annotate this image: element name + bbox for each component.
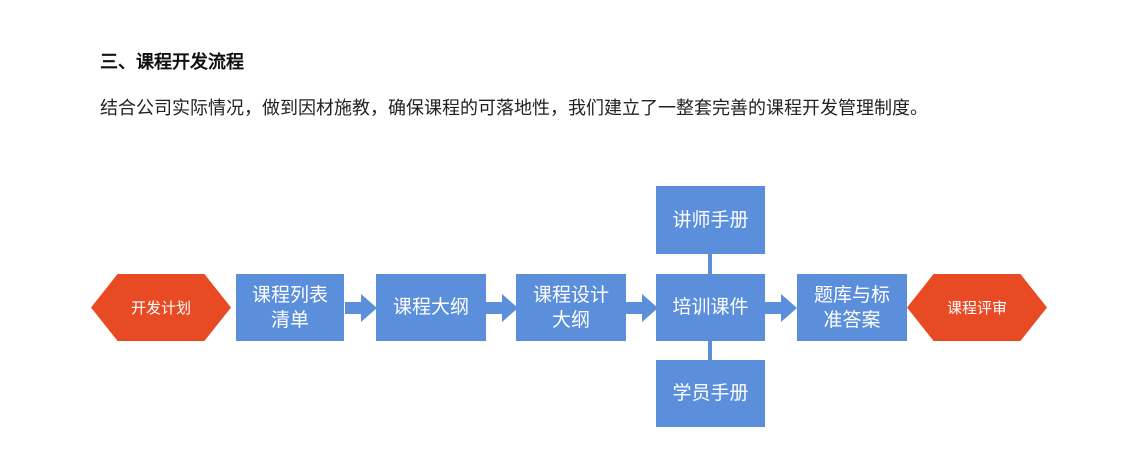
- node-step-3-line1: 课程设计: [532, 283, 609, 306]
- section-heading: 三、课程开发流程: [100, 52, 244, 73]
- node-step-2: 课程大纲: [376, 274, 486, 341]
- node-branch-upper: 讲师手册: [656, 186, 765, 254]
- flow-arrow-2: [486, 294, 518, 322]
- section-intro: 结合公司实际情况，做到因材施教，确保课程的可落地性，我们建立了一整套完善的课程开…: [100, 98, 928, 119]
- node-step-3-line2: 大纲: [551, 308, 590, 331]
- flow-arrow-1: [345, 294, 377, 322]
- node-branch-lower-label: 学员手册: [672, 382, 749, 404]
- node-step-5: 题库与标 准答案: [797, 274, 907, 341]
- node-branch-upper-label: 讲师手册: [672, 208, 749, 231]
- node-step-5-line1: 题库与标: [813, 283, 890, 306]
- node-step-4-line1: 培训课件: [672, 296, 749, 318]
- node-start: 开发计划: [91, 274, 231, 341]
- node-step-2-line1: 课程大纲: [392, 296, 469, 318]
- node-step-3: 课程设计 大纲: [516, 274, 626, 341]
- node-step-4: 培训课件: [656, 274, 765, 341]
- flow-arrow-4: [765, 294, 797, 322]
- connector-lower: [708, 341, 712, 360]
- node-end-label: 课程评审: [946, 299, 1007, 317]
- node-step-5-line2: 准答案: [823, 308, 881, 331]
- node-step-1-line1: 课程列表: [251, 283, 328, 306]
- node-step-1-line2: 清单: [270, 308, 309, 331]
- node-branch-lower: 学员手册: [656, 360, 765, 427]
- node-step-1: 课程列表 清单: [236, 274, 344, 341]
- node-start-label: 开发计划: [130, 299, 191, 317]
- connector-upper: [708, 254, 712, 274]
- flow-arrow-3: [626, 294, 658, 322]
- node-end: 课程评审: [907, 274, 1047, 341]
